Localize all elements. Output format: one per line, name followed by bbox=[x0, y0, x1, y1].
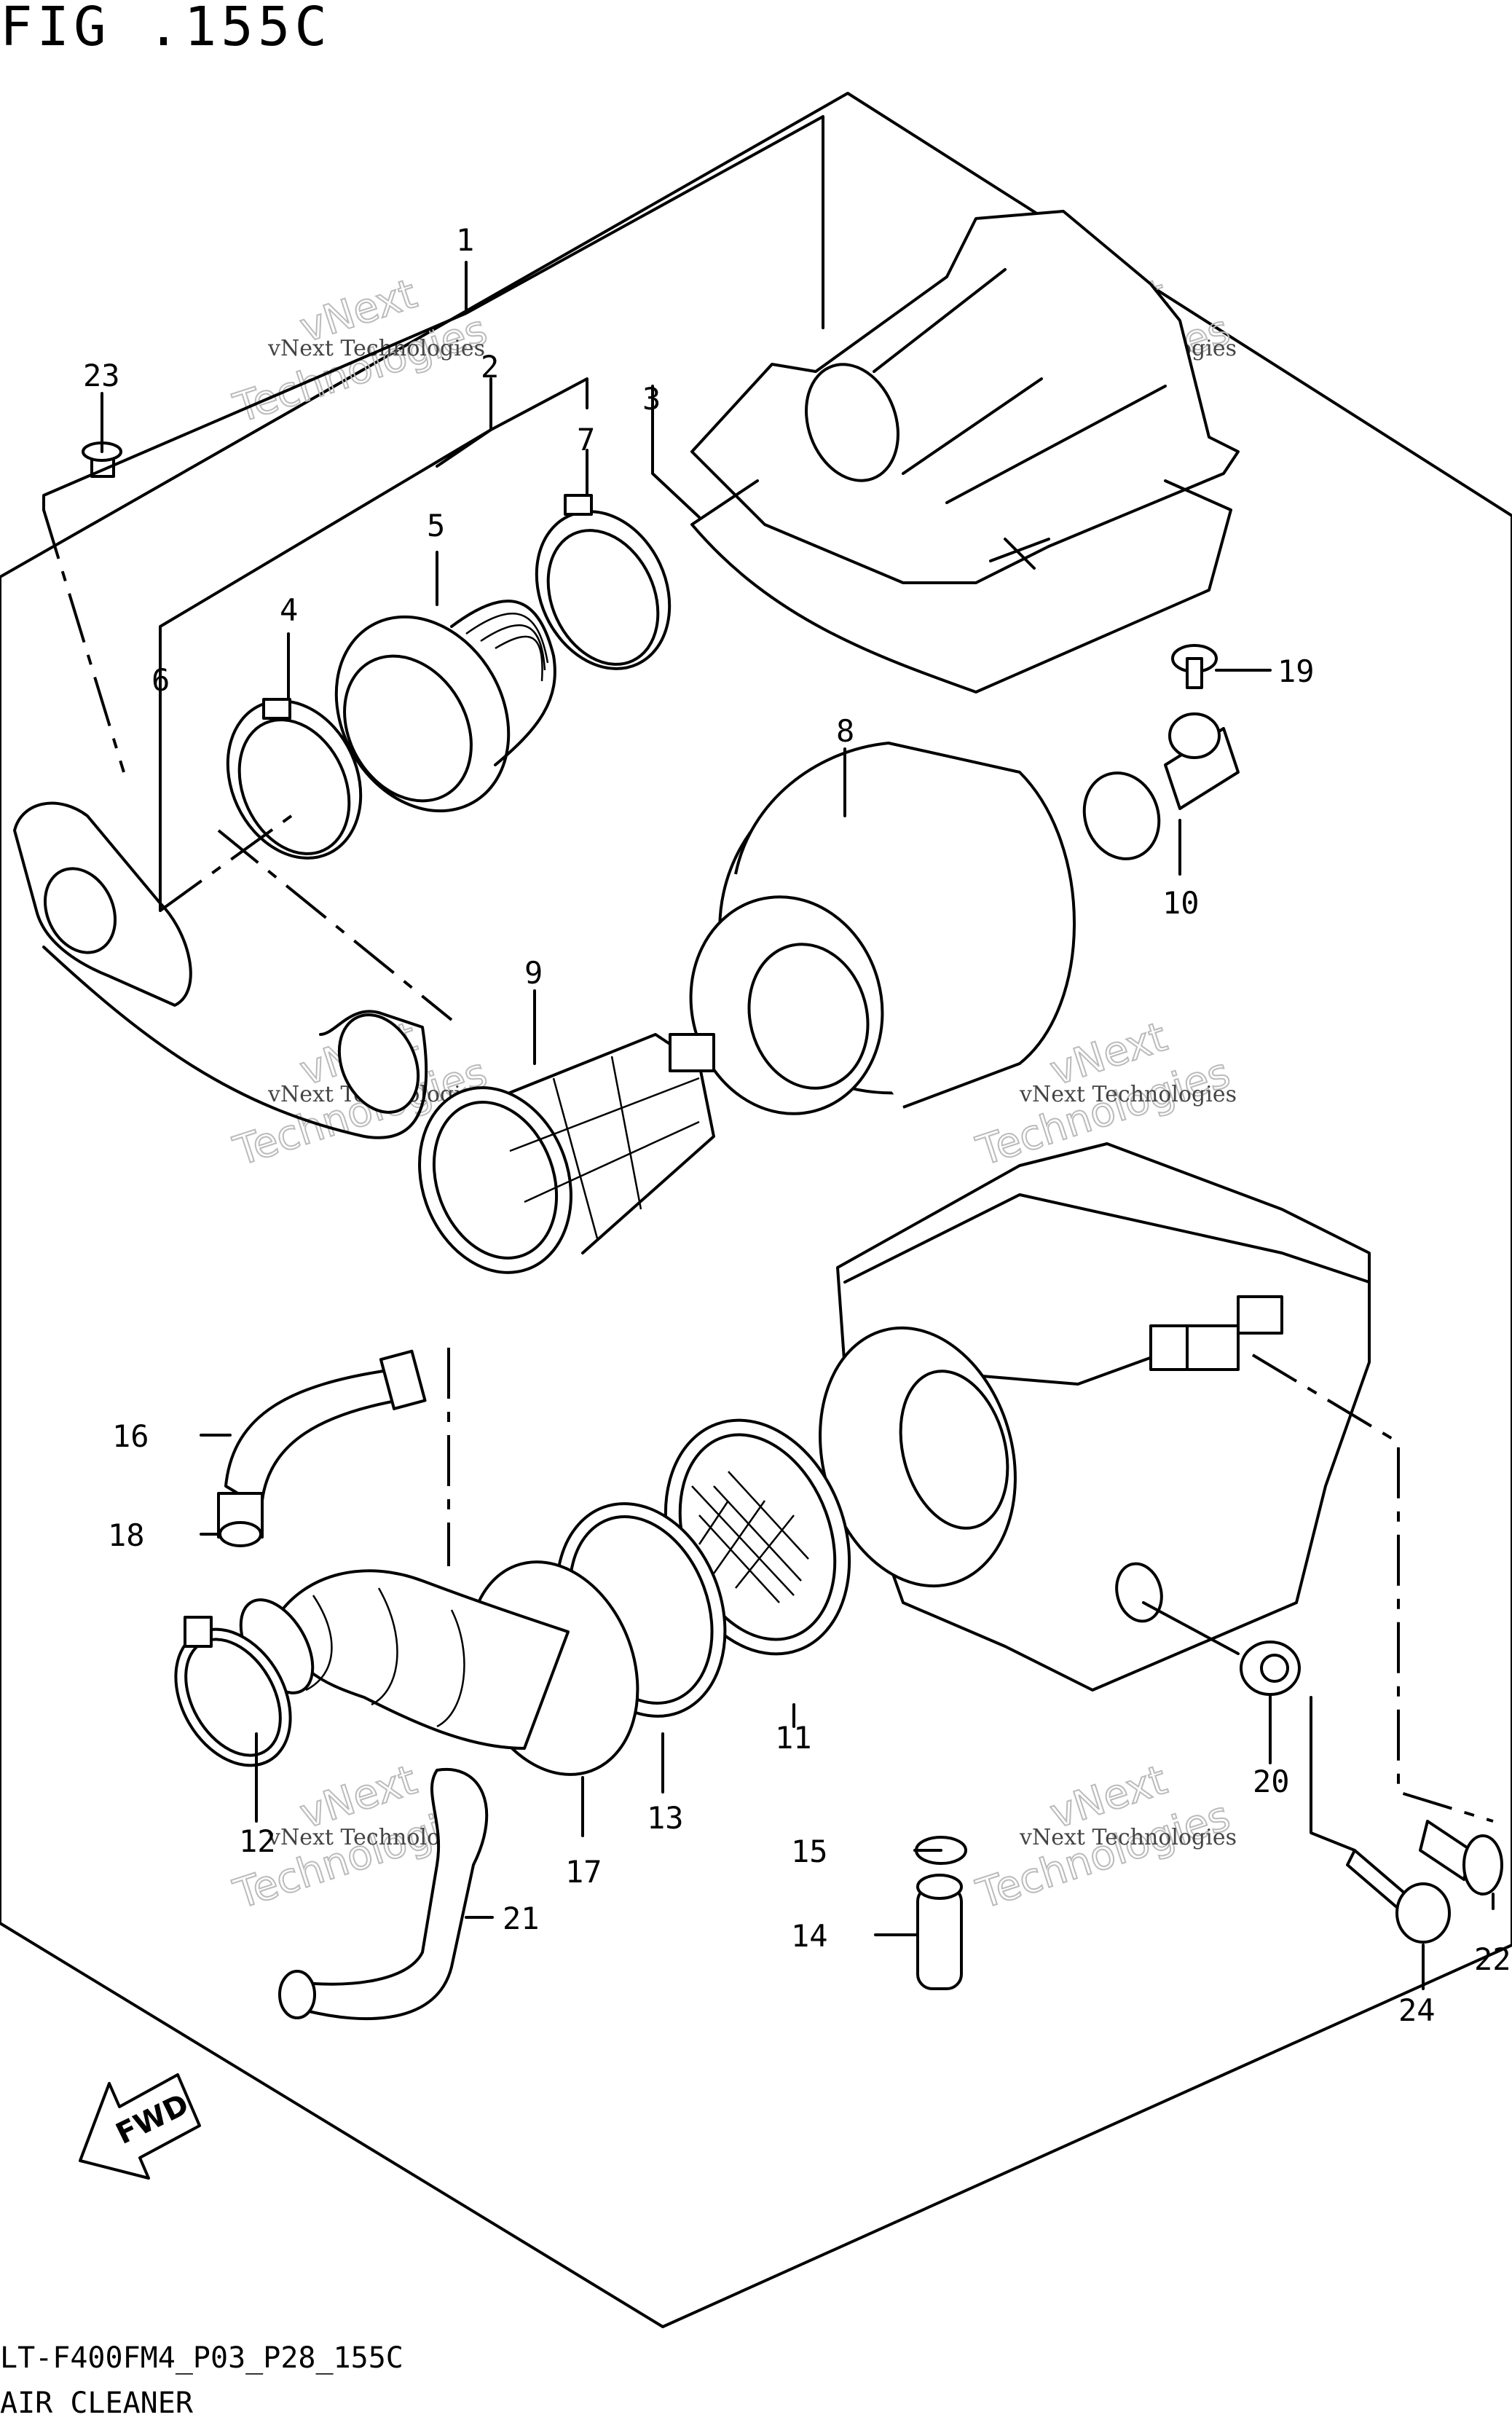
callout-1: 1 bbox=[456, 222, 474, 258]
callout-21: 21 bbox=[503, 1901, 540, 1936]
callout-12: 12 bbox=[239, 1823, 276, 1859]
part-hose-16 bbox=[217, 1349, 427, 1539]
part-duct bbox=[13, 801, 428, 1139]
part-screw-19 bbox=[1171, 644, 1218, 689]
part-filter bbox=[689, 742, 1076, 1115]
callout-11: 11 bbox=[775, 1720, 812, 1756]
callout-15: 15 bbox=[791, 1834, 828, 1869]
part-bolt-22 bbox=[1419, 1820, 1503, 1895]
part-cage bbox=[418, 1033, 715, 1274]
callout-23: 23 bbox=[83, 358, 120, 393]
callout-16: 16 bbox=[112, 1418, 149, 1454]
section-title: AIR CLEANER bbox=[0, 2386, 193, 2420]
callout-20: 20 bbox=[1253, 1764, 1290, 1799]
callout-22: 22 bbox=[1474, 1941, 1511, 1977]
diagram-code: LT-F400FM4_P03_P28_155C bbox=[0, 2341, 403, 2375]
fwd-arrow: FWD bbox=[79, 2073, 201, 2180]
callout-8: 8 bbox=[836, 713, 854, 749]
watermark-text: vNext Technologies bbox=[1019, 1825, 1237, 1850]
part-plug-14 bbox=[916, 1874, 963, 1990]
callout-18: 18 bbox=[108, 1517, 145, 1553]
figure-title: FIG .155C bbox=[0, 0, 331, 58]
part-hose-21 bbox=[278, 1767, 489, 2021]
callout-17: 17 bbox=[565, 1854, 602, 1890]
part-cap bbox=[690, 210, 1240, 694]
callout-3: 3 bbox=[642, 381, 661, 417]
watermark-text: vNext Technologies bbox=[267, 336, 485, 361]
part-drain-10 bbox=[1082, 712, 1240, 860]
callout-10: 10 bbox=[1162, 885, 1200, 921]
callout-13: 13 bbox=[647, 1800, 684, 1836]
callout-19: 19 bbox=[1277, 653, 1315, 689]
callout-labels: 1 2 3 4 5 6 7 8 9 10 11 12 13 14 15 16 1… bbox=[83, 222, 1511, 2028]
callout-24: 24 bbox=[1398, 1992, 1436, 2028]
callout-14: 14 bbox=[791, 1918, 828, 1954]
callout-2: 2 bbox=[481, 349, 499, 385]
callout-6: 6 bbox=[151, 662, 170, 698]
callout-7: 7 bbox=[577, 422, 595, 457]
assembly-box bbox=[0, 92, 1512, 2328]
part-drain-24 bbox=[1346, 1849, 1451, 1944]
leader-lines bbox=[42, 115, 1495, 1990]
part-clamp-12 bbox=[174, 1616, 292, 1767]
callout-9: 9 bbox=[524, 955, 543, 991]
part-grommet-20 bbox=[1240, 1641, 1301, 1696]
callout-4: 4 bbox=[280, 592, 298, 628]
callout-5: 5 bbox=[427, 508, 445, 543]
part-case bbox=[819, 1142, 1371, 1692]
part-ring-18 bbox=[218, 1521, 262, 1547]
part-boot bbox=[334, 600, 556, 813]
part-clamp-upper bbox=[535, 494, 672, 670]
part-clamp-lower bbox=[226, 698, 363, 860]
watermark-text: vNext Technologies bbox=[1019, 1082, 1237, 1107]
